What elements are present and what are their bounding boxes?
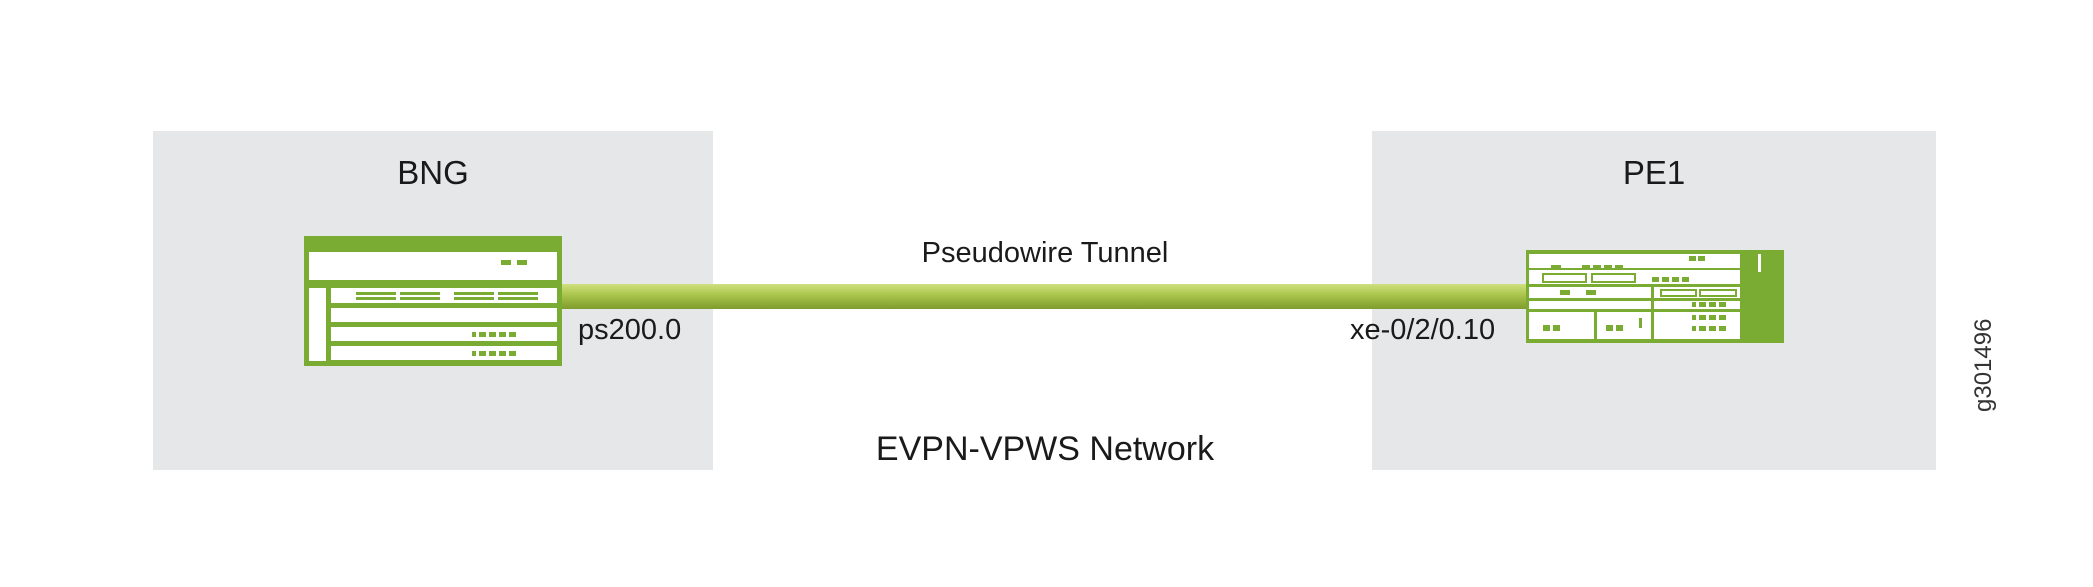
pe1-interface-label: xe-0/2/0.10 [1350, 314, 1496, 346]
pe1-router-icon [1526, 250, 1784, 343]
bng-interface-label: ps200.0 [578, 314, 682, 346]
pe1-site-title: PE1 [1622, 154, 1686, 191]
network-label: EVPN-VPWS Network [875, 430, 1215, 468]
bng-site-title: BNG [397, 154, 469, 191]
figure-id-label: g301496 [1970, 318, 1997, 412]
bng-router-icon [304, 236, 562, 366]
pseudowire-tunnel-label: Pseudowire Tunnel [921, 237, 1169, 269]
